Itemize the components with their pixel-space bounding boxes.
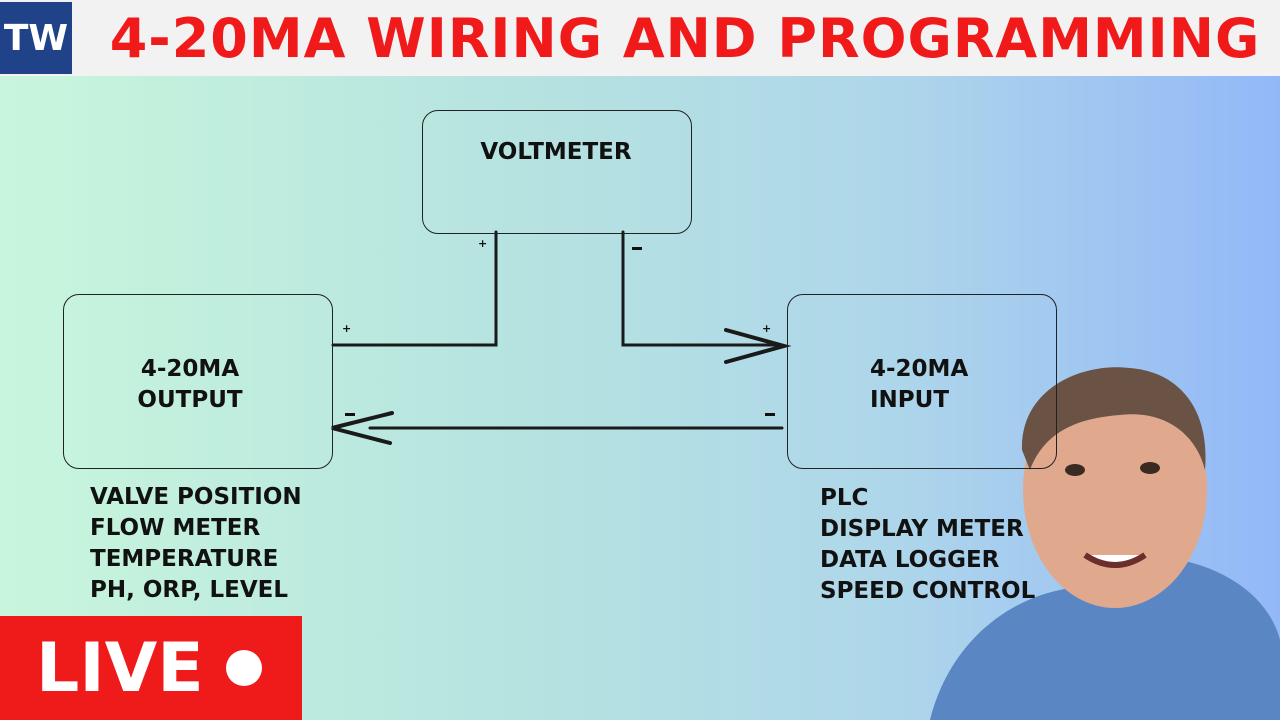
minus-sign bbox=[765, 413, 775, 416]
channel-logo: TW bbox=[0, 2, 72, 74]
list-item: FLOW METER bbox=[90, 515, 261, 541]
input-line1: 4-20MA bbox=[870, 356, 969, 382]
list-item: SPEED CONTROL bbox=[820, 578, 1036, 604]
live-dot-icon bbox=[225, 650, 262, 686]
plus-sign: + bbox=[478, 237, 487, 250]
live-label: LIVE bbox=[36, 628, 204, 708]
list-item: DATA LOGGER bbox=[820, 547, 1000, 573]
plus-sign: + bbox=[342, 322, 351, 335]
list-item: PH, ORP, LEVEL bbox=[90, 577, 289, 603]
list-item: DISPLAY METER bbox=[820, 516, 1024, 542]
header: TW 4-20MA WIRING AND PROGRAMMING bbox=[0, 0, 1280, 76]
live-badge: LIVE bbox=[0, 616, 302, 720]
output-line2: OUTPUT bbox=[137, 387, 243, 413]
wire-voltmeter-negative bbox=[621, 230, 784, 347]
wire-positive bbox=[331, 230, 498, 347]
input-examples: PLC DISPLAY METER DATA LOGGER SPEED CONT… bbox=[820, 483, 1035, 607]
list-item: TEMPERATURE bbox=[90, 546, 279, 572]
output-box bbox=[63, 294, 333, 469]
output-line1: 4-20MA bbox=[140, 356, 240, 382]
arrow-head-right bbox=[724, 328, 792, 364]
presenter-photo bbox=[930, 367, 1280, 720]
list-item: VALVE POSITION bbox=[90, 484, 302, 510]
minus-sign bbox=[632, 247, 642, 250]
input-line2: INPUT bbox=[870, 387, 950, 413]
output-examples: VALVE POSITION FLOW METER TEMPERATURE PH… bbox=[90, 482, 302, 606]
minus-sign bbox=[345, 413, 355, 416]
voltmeter-label: VOLTMETER bbox=[480, 139, 632, 165]
voltmeter-box bbox=[422, 110, 692, 234]
page-title: 4-20MA WIRING AND PROGRAMMING bbox=[109, 6, 1261, 70]
input-box bbox=[787, 294, 1057, 469]
list-item: PLC bbox=[820, 485, 869, 511]
output-box-label: 4-20MA OUTPUT bbox=[120, 354, 260, 416]
input-box-label: 4-20MA INPUT bbox=[852, 354, 1010, 416]
plus-sign: + bbox=[762, 322, 771, 335]
